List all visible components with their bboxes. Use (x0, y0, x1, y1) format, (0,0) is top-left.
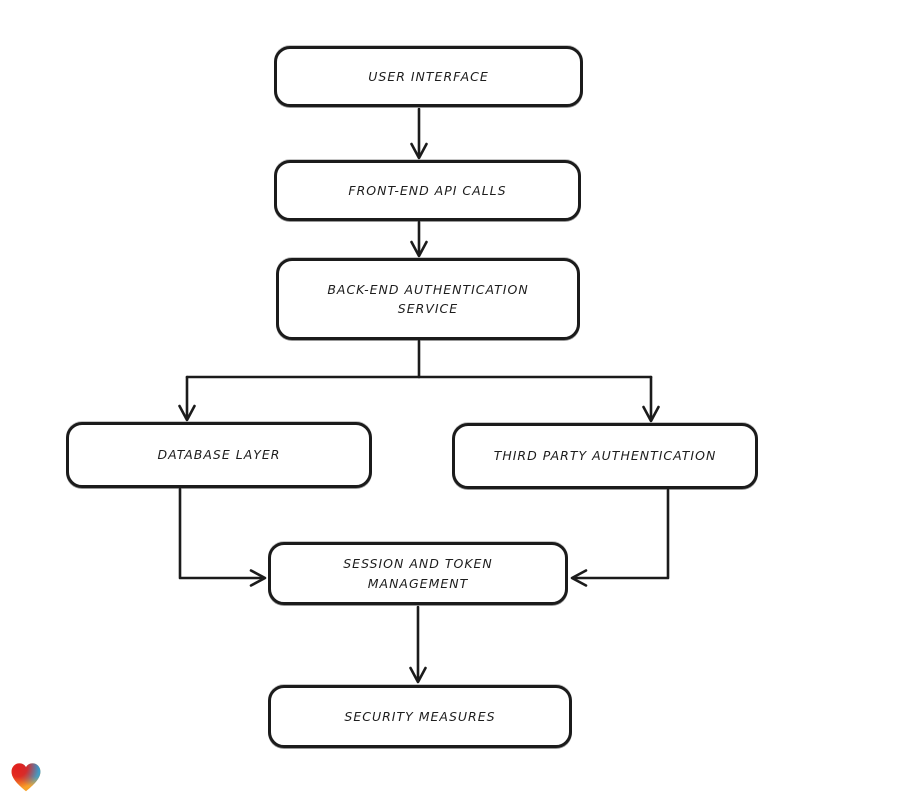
node-label: SECURITY MEASURES (344, 708, 496, 724)
node-database-layer[interactable]: DATABASE LAYER (66, 422, 372, 488)
node-session-and-token-management[interactable]: SESSION AND TOKEN MANAGEMENT (268, 542, 568, 605)
node-front-end-api-calls[interactable]: FRONT-END API CALLS (274, 160, 581, 221)
edge-database-to-session (178, 487, 267, 587)
edge-session-to-security (409, 605, 427, 684)
node-security-measures[interactable]: SECURITY MEASURES (268, 685, 572, 748)
node-label: FRONT-END API CALLS (348, 182, 507, 198)
edge-user-interface-to-front-end (410, 107, 428, 160)
node-label: SESSION AND TOKEN MANAGEMENT (343, 556, 493, 591)
node-label: USER INTERFACE (368, 68, 489, 84)
gradient-heart-logo[interactable] (8, 760, 44, 795)
edge-third-party-to-session (570, 488, 670, 587)
node-back-end-authentication-service[interactable]: BACK-END AUTHENTICATION SERVICE (276, 258, 580, 340)
node-label: DATABASE LAYER (157, 447, 281, 463)
node-label: THIRD PARTY AUTHENTICATION (493, 448, 717, 464)
node-label: BACK-END AUTHENTICATION SERVICE (327, 281, 529, 316)
edge-front-end-to-back-end (410, 220, 428, 258)
edge-back-end-branch (178, 339, 660, 423)
node-user-interface[interactable]: USER INTERFACE (274, 46, 583, 107)
node-third-party-authentication[interactable]: THIRD PARTY AUTHENTICATION (452, 423, 758, 489)
